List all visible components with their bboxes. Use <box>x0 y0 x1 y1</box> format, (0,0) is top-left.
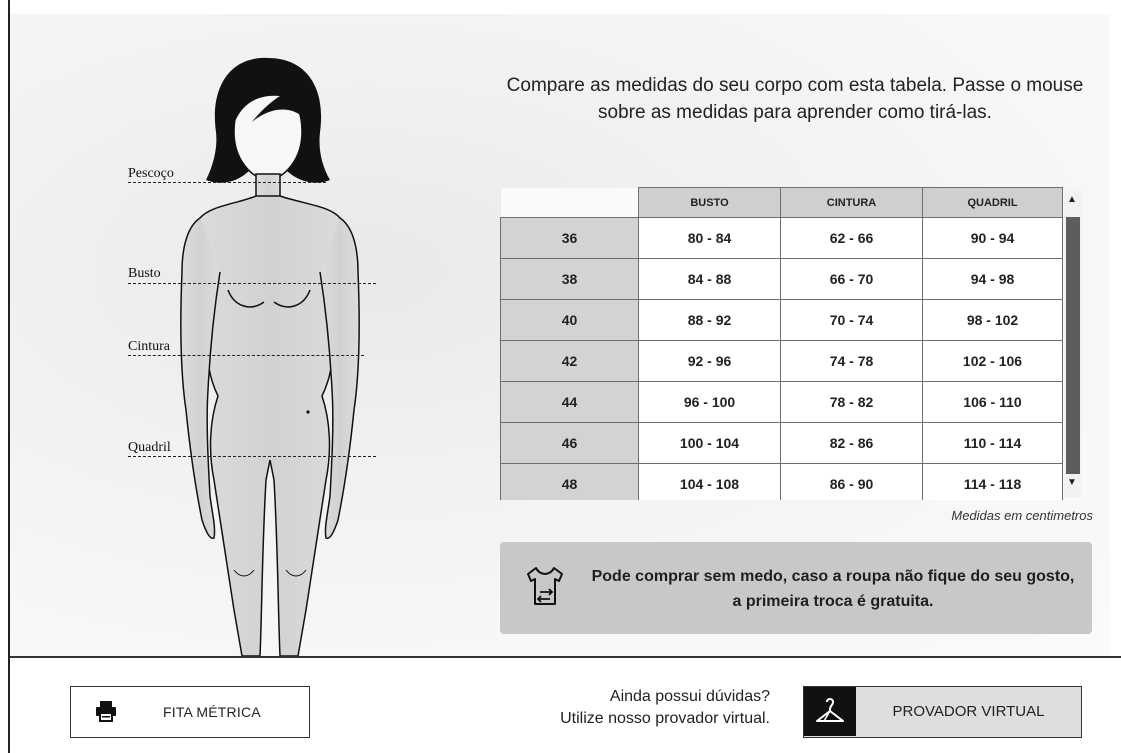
table-header-cintura: CINTURA <box>780 187 923 218</box>
hip-line <box>128 456 376 457</box>
hanger-icon <box>816 698 844 722</box>
label-quadril[interactable]: Quadril <box>128 440 171 455</box>
hanger-icon-box <box>804 687 856 736</box>
bust-line <box>128 283 376 284</box>
cintura-cell[interactable]: 86 - 90 <box>780 463 923 500</box>
table-row: 38 84 - 88 66 - 70 94 - 98 <box>500 258 1063 300</box>
table-row: 42 92 - 96 74 - 78 102 - 106 <box>500 340 1063 382</box>
table-header-quadril: QUADRIL <box>922 187 1063 218</box>
label-busto[interactable]: Busto <box>128 266 161 281</box>
help-text: Ainda possui dúvidas? Utilize nosso prov… <box>488 686 770 730</box>
scroll-down-icon[interactable]: ▼ <box>1067 477 1077 488</box>
busto-cell[interactable]: 92 - 96 <box>638 340 781 382</box>
busto-cell[interactable]: 96 - 100 <box>638 381 781 423</box>
intro-text: Compare as medidas do seu corpo com esta… <box>506 75 1084 123</box>
footer-divider <box>10 656 1121 658</box>
quadril-cell[interactable]: 110 - 114 <box>922 422 1063 464</box>
busto-cell[interactable]: 88 - 92 <box>638 299 781 341</box>
busto-cell[interactable]: 100 - 104 <box>638 422 781 464</box>
free-exchange-banner: Pode comprar sem medo, caso a roupa não … <box>500 542 1092 634</box>
scrollbar-thumb[interactable] <box>1066 217 1080 474</box>
quadril-cell[interactable]: 98 - 102 <box>922 299 1063 341</box>
body-figure <box>180 57 360 656</box>
cintura-cell[interactable]: 74 - 78 <box>780 340 923 382</box>
tshirt-exchange-icon <box>527 567 563 605</box>
table-row: 40 88 - 92 70 - 74 98 - 102 <box>500 299 1063 341</box>
table-row: 36 80 - 84 62 - 66 90 - 94 <box>500 217 1063 259</box>
left-border <box>8 0 10 753</box>
label-cintura[interactable]: Cintura <box>128 339 170 354</box>
quadril-cell[interactable]: 114 - 118 <box>922 463 1063 500</box>
cintura-cell[interactable]: 66 - 70 <box>780 258 923 300</box>
size-table-container: BUSTO CINTURA QUADRIL 36 80 - 84 62 - 66… <box>500 187 1081 500</box>
size-table: BUSTO CINTURA QUADRIL 36 80 - 84 62 - 66… <box>500 187 1063 500</box>
table-row: 46 100 - 104 82 - 86 110 - 114 <box>500 422 1063 464</box>
fita-metrica-label: FITA MÉTRICA <box>163 704 261 720</box>
table-row: 44 96 - 100 78 - 82 106 - 110 <box>500 381 1063 423</box>
printer-icon <box>96 701 116 722</box>
provador-virtual-button[interactable]: PROVADOR VIRTUAL <box>803 686 1082 738</box>
banner-text: Pode comprar sem medo, caso a roupa não … <box>591 568 1075 610</box>
table-row: 48 104 - 108 86 - 90 114 - 118 <box>500 463 1063 500</box>
provador-virtual-label: PROVADOR VIRTUAL <box>892 703 1045 720</box>
quadril-cell[interactable]: 106 - 110 <box>922 381 1063 423</box>
size-cell: 40 <box>500 299 639 341</box>
size-cell: 38 <box>500 258 639 300</box>
table-header-empty <box>500 187 639 218</box>
scroll-up-icon[interactable]: ▲ <box>1067 194 1077 205</box>
cintura-cell[interactable]: 82 - 86 <box>780 422 923 464</box>
table-header-busto: BUSTO <box>638 187 781 218</box>
neck-line <box>128 182 326 183</box>
cintura-cell[interactable]: 70 - 74 <box>780 299 923 341</box>
size-cell: 46 <box>500 422 639 464</box>
busto-cell[interactable]: 80 - 84 <box>638 217 781 259</box>
busto-cell[interactable]: 84 - 88 <box>638 258 781 300</box>
size-cell: 42 <box>500 340 639 382</box>
quadril-cell[interactable]: 90 - 94 <box>922 217 1063 259</box>
table-header-row: BUSTO CINTURA QUADRIL <box>500 187 1063 218</box>
cintura-cell[interactable]: 78 - 82 <box>780 381 923 423</box>
size-cell: 44 <box>500 381 639 423</box>
units-note: Medidas em centimetros <box>951 508 1093 523</box>
busto-cell[interactable]: 104 - 108 <box>638 463 781 500</box>
help-line-2: Utilize nosso provador virtual. <box>560 710 770 727</box>
quadril-cell[interactable]: 102 - 106 <box>922 340 1063 382</box>
fita-metrica-button[interactable]: FITA MÉTRICA <box>70 686 310 738</box>
waist-line <box>128 355 364 356</box>
size-cell: 48 <box>500 463 639 500</box>
label-pescoco[interactable]: Pescoço <box>128 166 174 181</box>
size-cell: 36 <box>500 217 639 259</box>
help-line-1: Ainda possui dúvidas? <box>609 688 770 705</box>
quadril-cell[interactable]: 94 - 98 <box>922 258 1063 300</box>
cintura-cell[interactable]: 62 - 66 <box>780 217 923 259</box>
